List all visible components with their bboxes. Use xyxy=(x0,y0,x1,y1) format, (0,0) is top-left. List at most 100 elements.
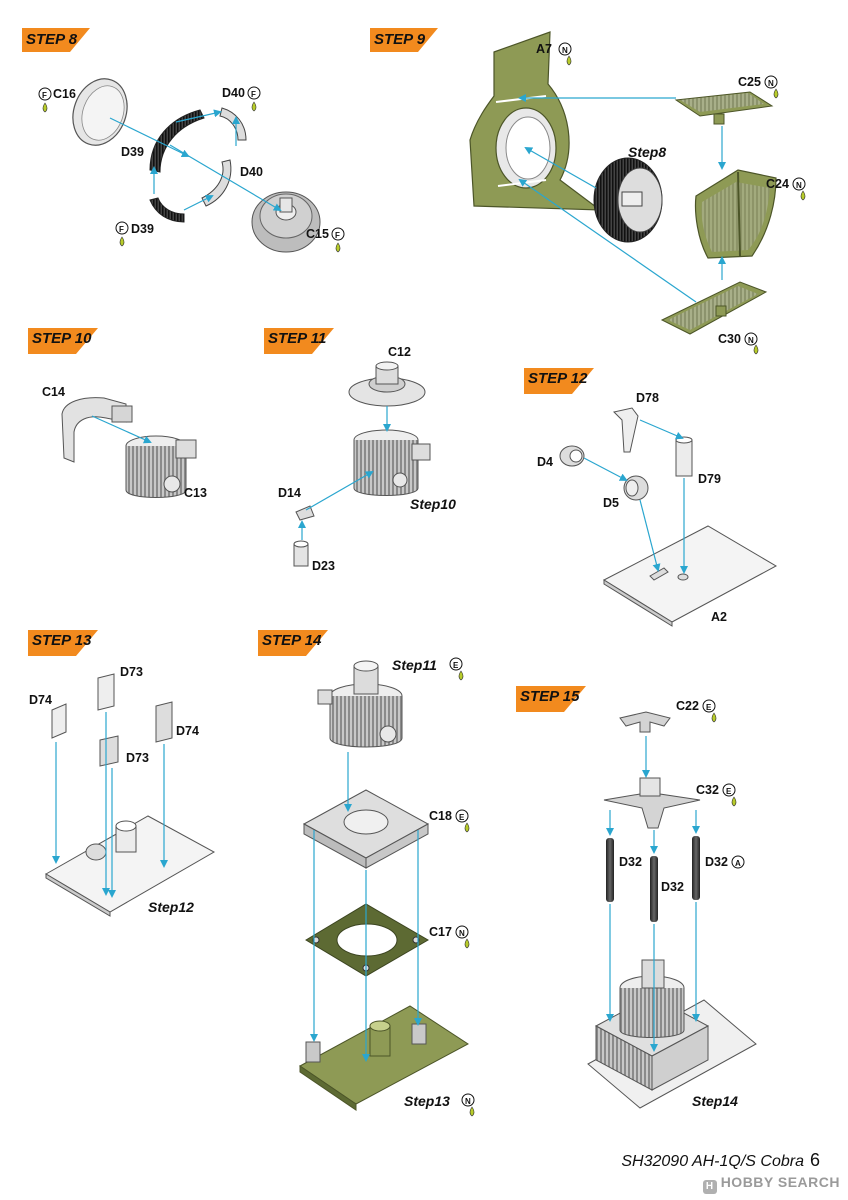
step11-banner-text: STEP 11 xyxy=(268,330,326,347)
part-label: D74 xyxy=(29,693,52,707)
step13-diagram: D73 D74 D74 D73 Step12 xyxy=(29,665,216,917)
step12-diagram: D78 D4 D79 D5 A2 xyxy=(537,391,778,627)
page-number: 6 xyxy=(809,1150,820,1170)
callout-c18: C18 E xyxy=(429,809,470,833)
ref-step8-assembly xyxy=(593,157,663,243)
callout-d40: D40 xyxy=(240,165,263,179)
part-label: C15 xyxy=(306,227,329,241)
step12-banner-text: STEP 12 xyxy=(528,370,588,387)
part-label: D14 xyxy=(278,486,301,500)
step8-diagram: F C16 D39 D40 F D40 F D39 C15 F xyxy=(38,78,345,253)
step15-diagram: C22 E C32 E D32 D32 A D32 Step14 xyxy=(587,699,757,1109)
part-step14-assembly xyxy=(587,959,757,1109)
part-label: D79 xyxy=(698,472,721,486)
callout-d40-f: D40 F xyxy=(222,86,261,112)
part-c16-disc xyxy=(72,78,128,146)
step-reference: Step10 xyxy=(410,496,456,512)
paint-drop-icon xyxy=(119,236,125,247)
callout-c25: C25 N xyxy=(738,75,779,99)
part-d74-right xyxy=(155,701,173,743)
paint-code: F xyxy=(42,91,47,100)
part-d73-lower xyxy=(99,735,119,767)
callout-c24: C24 N xyxy=(766,177,806,201)
part-d78-clip xyxy=(613,407,639,453)
paint-code: E xyxy=(459,813,465,822)
part-a7-bulkhead xyxy=(469,31,602,211)
paint-drop-icon xyxy=(469,1106,475,1117)
callout-d39: D39 xyxy=(121,145,144,159)
step-reference: Step12 xyxy=(148,899,194,915)
step13-banner-text: STEP 13 xyxy=(32,632,92,649)
part-d74-left xyxy=(51,703,67,739)
paint-drop-icon xyxy=(42,102,48,113)
part-label: D78 xyxy=(636,391,659,405)
watermark-logo-icon: H xyxy=(702,1180,717,1194)
paint-drop-icon xyxy=(335,242,341,253)
step10-banner: STEP 10 xyxy=(28,328,98,354)
step8-banner-text: STEP 8 xyxy=(26,31,78,48)
step-reference: Step8 xyxy=(628,144,666,160)
callout-d39-f: F D39 xyxy=(115,221,154,247)
callout-c17: C17 N xyxy=(429,925,470,949)
paint-code: E xyxy=(706,703,712,712)
callout-d32-a: D32 A xyxy=(705,855,745,869)
part-label: C12 xyxy=(388,345,411,359)
step-reference: Step14 xyxy=(692,1093,738,1109)
part-label: C32 xyxy=(696,783,719,797)
part-label: D5 xyxy=(603,496,619,510)
part-label: A7 xyxy=(536,42,552,56)
step8-banner: STEP 8 xyxy=(22,28,90,52)
step11-diagram: C12 D14 D23 Step10 xyxy=(278,345,456,573)
callout-a7: A7 N xyxy=(536,42,572,66)
part-c25-grille xyxy=(674,91,774,125)
part-label: C25 xyxy=(738,75,761,89)
part-label: C14 xyxy=(42,385,65,399)
part-label: D32 xyxy=(661,880,684,894)
step-reference: Step11 xyxy=(392,657,437,673)
step13-banner: STEP 13 xyxy=(28,630,98,656)
part-label: C16 xyxy=(53,87,76,101)
part-d40-right-ring xyxy=(201,159,232,207)
paint-code: N xyxy=(562,46,568,55)
part-label: C22 xyxy=(676,699,699,713)
part-c22-wrench xyxy=(619,711,671,733)
part-label: C24 xyxy=(766,177,789,191)
step-reference: Step13 xyxy=(404,1093,450,1109)
leader-line xyxy=(639,499,661,572)
callout-c16: F C16 xyxy=(38,87,76,113)
step14-banner: STEP 14 xyxy=(258,630,328,656)
part-label: A2 xyxy=(711,610,727,624)
part-c24-panel xyxy=(694,169,777,259)
part-step10-housing xyxy=(353,429,431,496)
paint-code: A xyxy=(735,859,741,868)
leader-line xyxy=(109,117,190,157)
step14-banner-text: STEP 14 xyxy=(262,632,322,649)
paint-code: N xyxy=(768,79,774,88)
part-label: C30 xyxy=(718,332,741,346)
part-c17-gasket xyxy=(305,903,429,977)
part-label: D23 xyxy=(312,559,335,573)
paint-code: F xyxy=(119,225,124,234)
paint-code: F xyxy=(251,90,256,99)
paint-code: E xyxy=(726,787,732,796)
part-label: C13 xyxy=(184,486,207,500)
step10-banner-text: STEP 10 xyxy=(32,330,92,347)
part-c18-mount xyxy=(302,789,430,869)
paint-code: N xyxy=(465,1097,471,1106)
step9-banner-text: STEP 9 xyxy=(374,31,426,48)
part-label: D39 xyxy=(121,145,144,159)
part-d4-cap xyxy=(559,445,585,467)
step14-diagram: C18 E C17 N Step11 E Step13 N xyxy=(299,657,475,1117)
part-label: D73 xyxy=(120,665,143,679)
part-label: D40 xyxy=(222,86,245,100)
leader-line xyxy=(175,109,222,123)
part-c13-housing xyxy=(125,435,197,498)
paint-code: N xyxy=(748,336,754,345)
step15-banner-text: STEP 15 xyxy=(520,688,580,705)
part-c14-bracket xyxy=(61,397,133,463)
part-d14-plate xyxy=(295,505,315,521)
step15-banner: STEP 15 xyxy=(516,686,586,712)
callout-c22: C22 E xyxy=(676,699,717,723)
